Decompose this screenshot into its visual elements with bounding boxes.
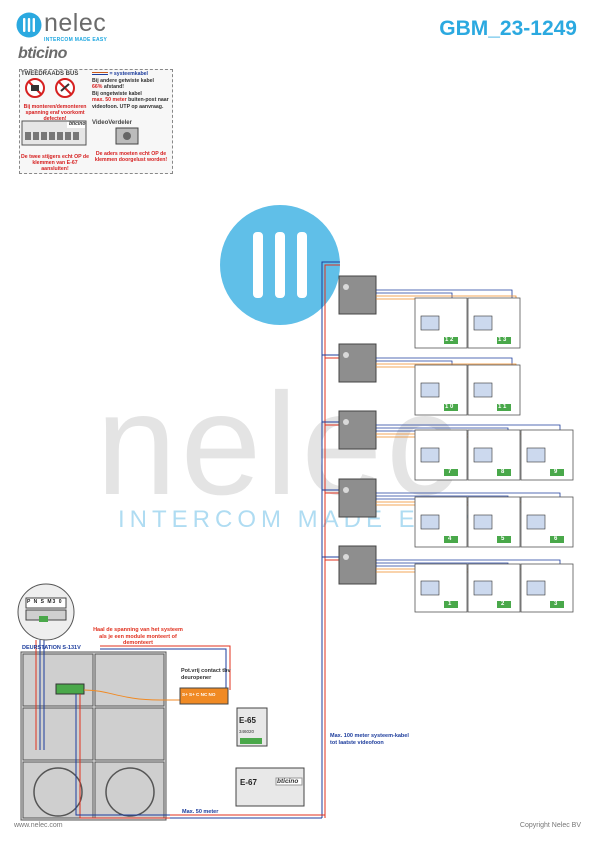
contact-module (179, 687, 229, 705)
distributor-warning: De aders moeten echt OP de klemmen doorg… (94, 151, 168, 163)
distributor-title: VideoVerdeler (92, 120, 132, 126)
monitor-number: 3 (554, 601, 558, 607)
monitor-number: 1 (448, 601, 452, 607)
monitor-address-tags (444, 337, 564, 608)
door-station-label: DEURSTATION S-131V (22, 645, 81, 651)
monitor-screens (420, 315, 546, 596)
distributor-icon (115, 127, 139, 145)
door-station-panel (20, 651, 167, 821)
monitor-number: 4 (448, 536, 452, 542)
monitor-number: 1 1 (498, 404, 507, 410)
cable-info-section: = systeemkabel Bij andere getwiste kabel… (92, 71, 170, 119)
max-100-label: Max. 100 meter systeem-kabel tot laatste… (330, 733, 409, 746)
monitor-number: 8 (501, 469, 505, 475)
riser-cables (170, 261, 340, 819)
terminal-strip-label: P N S M3 0 (27, 599, 63, 605)
max-50-label: Max. 50 meter (182, 809, 219, 815)
cable-note-max: max. 50 meter (92, 97, 127, 104)
monitor-number: 1 0 (445, 404, 454, 410)
watermark-logo-icon (220, 205, 340, 325)
monitor-number: 5 (501, 536, 505, 542)
footer-website: www.nelec.com (14, 822, 63, 829)
no-tools-icon (25, 78, 75, 98)
terminal-zoom-callout (17, 583, 75, 641)
bus-warning: Bij monteren/demonteren spanning eraf vo… (23, 104, 87, 122)
e65-sub-label: 346020 (239, 729, 255, 734)
monitor-number: 6 (554, 536, 558, 542)
contact-terminals: S+ S+ C NC NO (182, 692, 216, 697)
bus-strip-warning: De twee stijgers echt OP de klemmen van … (21, 154, 89, 172)
monitor-number: 2 (501, 601, 505, 607)
nelec-logo-icon (16, 12, 42, 38)
terminal-strip-icon (21, 120, 87, 146)
e67-brand-label: bticino (277, 778, 299, 785)
power-warning: Haal de spanning van het systeem als je … (93, 627, 183, 646)
monitor-number: 9 (554, 469, 558, 475)
footer-copyright: Copyright Nelec BV (519, 822, 581, 829)
cable-note-pct: 66% (92, 84, 103, 91)
document-number: GBM_23-1249 (439, 17, 577, 40)
bus-strip-section: bticino De twee stijgers echt OP de klem… (21, 120, 89, 172)
brand-name: nelec (44, 9, 107, 37)
door-station-wires (35, 640, 231, 819)
cable-note-3: Bij ongetwiste kabel (92, 90, 142, 97)
cable-note-4: buiten-post naar videofoon. UTP op aanvr… (92, 97, 169, 110)
monitor-number: 1 2 (445, 337, 454, 343)
e67-label: E-67 (240, 778, 257, 787)
cable-title: = systeemkabel (109, 71, 148, 77)
bticino-logo: bticino (18, 45, 67, 62)
bus-title: TWEEDRAADS BUS (21, 71, 79, 77)
contact-label: Pot.vrij contact tbv deuropener (181, 668, 231, 681)
e67-module (235, 767, 305, 807)
distributor-section: VideoVerdeler De aders moeten echt OP de… (92, 120, 170, 170)
e65-module (236, 707, 268, 747)
cable-note-1: Bij andere getwiste kabel (92, 77, 154, 84)
video-distributors (338, 275, 377, 585)
monitor-number: 1 3 (498, 337, 507, 343)
brand-tagline: INTERCOM MADE EASY (44, 37, 108, 43)
bus-info-section: TWEEDRAADS BUS Bij monteren/demonteren s… (21, 71, 89, 122)
bticino-small-label: bticino (69, 121, 86, 127)
e65-label: E-65 (239, 716, 256, 725)
monitor-number: 7 (448, 469, 452, 475)
watermark-word: nelec (96, 363, 463, 525)
cable-note-2: afstand! (103, 84, 125, 91)
